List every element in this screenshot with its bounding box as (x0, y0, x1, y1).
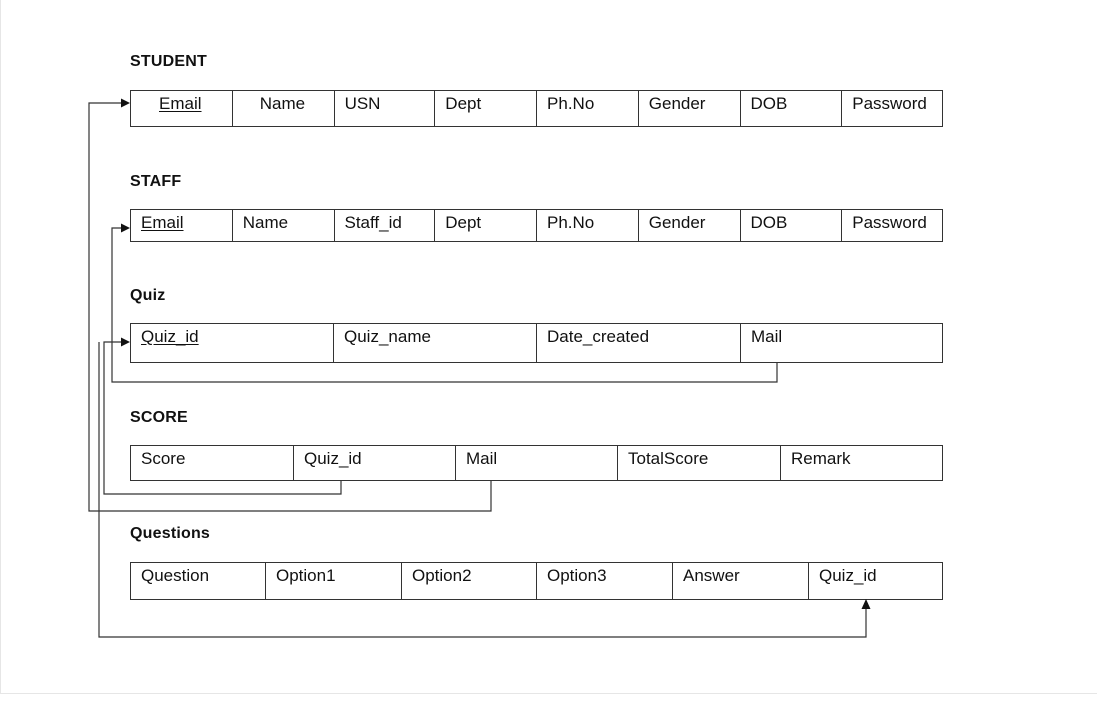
questions-answer-cell: Answer (673, 563, 809, 599)
student-usn-cell: USN (335, 91, 436, 126)
score-remark-cell: Remark (791, 449, 851, 468)
staff-phno-cell: Ph.No (537, 210, 639, 241)
student-email-cell: Email (131, 91, 233, 126)
questions-option2-cell: Option2 (402, 563, 537, 599)
staff-table-title: STAFF (130, 173, 182, 190)
staff-email-cell: Email (131, 210, 233, 241)
staff-gender-cell: Gender (639, 210, 741, 241)
quiz-mail-cell: Mail (751, 327, 783, 346)
student-table: Email Name USN Dept Ph.No Gender DOB Pas… (130, 90, 943, 127)
student-gender-cell: Gender (639, 91, 741, 126)
student-phno-cell: Ph.No (537, 91, 639, 126)
staff-dept-cell: Dept (435, 210, 537, 241)
staff-email-arrowhead (121, 223, 130, 233)
questions-table-title: Questions (130, 525, 211, 542)
score-table-title: SCORE (130, 409, 188, 426)
student-password-cell: Password (852, 94, 927, 113)
staff-dob-cell: DOB (741, 210, 843, 241)
quiz-name-cell: Quiz_name (334, 324, 537, 362)
questions-option1-cell: Option1 (266, 563, 402, 599)
questions-table: Question Option1 Option2 Option3 Answer … (130, 562, 943, 600)
score-quiz-id-cell: Quiz_id (294, 446, 456, 480)
quiz-table-title: Quiz (130, 287, 166, 304)
score-score-cell: Score (131, 446, 294, 480)
score-table: Score Quiz_id Mail TotalScore Remark (130, 445, 943, 481)
student-dept-cell: Dept (435, 91, 538, 126)
staff-password-cell: Password (852, 213, 927, 232)
staff-table: Email Name Staff_id Dept Ph.No Gender DO… (130, 209, 943, 242)
quiz-table: Quiz_id Quiz_name Date_created Mail (130, 323, 943, 363)
staff-name-cell: Name (233, 210, 335, 241)
questions-option3-cell: Option3 (537, 563, 673, 599)
questions-quiz-id-cell: Quiz_id (819, 566, 877, 585)
quiz-quizid-arrowhead (121, 337, 130, 347)
quiz-date-created-cell: Date_created (537, 324, 741, 362)
staff-id-cell: Staff_id (335, 210, 436, 241)
student-name-cell: Name (233, 91, 335, 126)
score-totalscore-cell: TotalScore (618, 446, 781, 480)
student-dob-cell: DOB (741, 91, 843, 126)
questions-quizid-arrowhead (861, 599, 871, 609)
student-table-title: STUDENT (130, 53, 207, 70)
student-email-arrowhead (121, 98, 130, 108)
quiz-id-cell: Quiz_id (131, 324, 334, 362)
score-mail-cell: Mail (456, 446, 618, 480)
questions-question-cell: Question (131, 563, 266, 599)
